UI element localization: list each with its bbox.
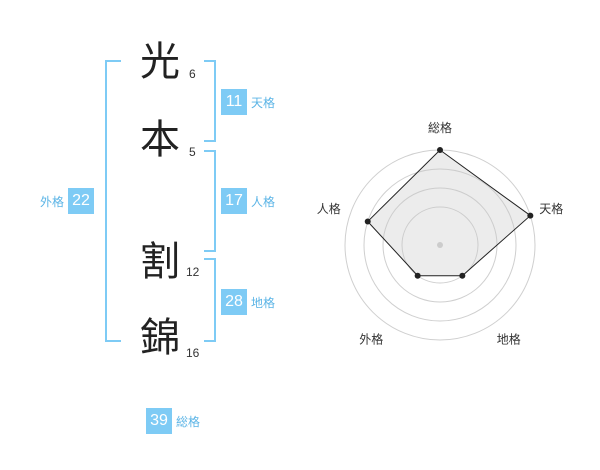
soukaku-label: 総格	[176, 414, 201, 429]
radar-axis-label: 外格	[359, 332, 383, 347]
radar-axis-label: 人格	[317, 201, 341, 216]
radar-data-area	[367, 149, 532, 277]
radar-point	[459, 272, 466, 279]
jinkaku-label: 人格	[251, 194, 276, 209]
radar-axis-label: 天格	[539, 201, 563, 216]
jinkaku-bracket	[204, 150, 216, 252]
gaikaku-value: 22	[68, 188, 95, 214]
jinkaku-value: 17	[221, 188, 247, 214]
soukaku-value: 39	[146, 408, 172, 434]
tenkaku-badge: 11 天格	[221, 89, 275, 115]
chikaku-label: 地格	[251, 295, 276, 310]
name-char-2: 本	[140, 117, 180, 163]
radar-axis-label: 地格	[497, 332, 521, 347]
name-char-4: 錦	[140, 315, 180, 361]
gaikaku-badge: 外格 22	[40, 188, 95, 214]
radar-point	[437, 147, 443, 153]
soukaku-badge: 39 総格	[146, 408, 200, 434]
tenkaku-bracket	[204, 60, 216, 142]
chikaku-value: 28	[221, 289, 247, 315]
radar-ring	[363, 168, 517, 322]
radar-point	[527, 212, 534, 219]
gaikaku-bracket	[105, 60, 121, 342]
stroke-count-1: 6	[189, 67, 196, 81]
name-char-3: 割	[140, 239, 180, 285]
radar-center-dot	[437, 242, 443, 248]
gaikaku-label: 外格	[40, 194, 65, 209]
name-char-1: 光	[140, 39, 180, 85]
radar-point	[364, 218, 371, 225]
tenkaku-label: 天格	[251, 95, 276, 110]
chikaku-bracket	[204, 258, 216, 342]
jinkaku-badge: 17 人格	[221, 188, 275, 214]
radar-ring	[401, 206, 479, 284]
stroke-count-2: 5	[189, 145, 196, 159]
chikaku-badge: 28 地格	[221, 289, 275, 315]
stroke-count-4: 16	[186, 346, 200, 360]
radar-axis-label: 総格	[428, 120, 452, 135]
stroke-count-3: 12	[186, 265, 200, 279]
radar-point	[414, 272, 421, 279]
tenkaku-value: 11	[221, 89, 247, 115]
